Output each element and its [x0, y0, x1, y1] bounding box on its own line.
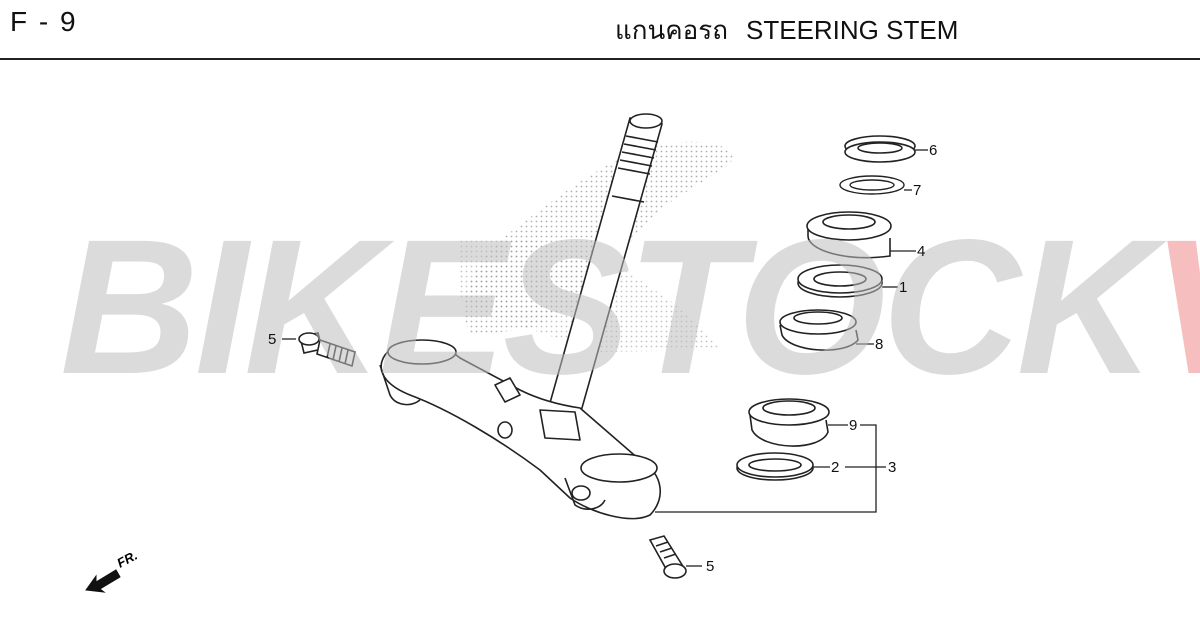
part-9-lower-bearing [748, 398, 830, 447]
part-8-upper-bearing [779, 309, 859, 351]
lower-triple-clamp [379, 339, 662, 520]
callout-5-lower: 5 [706, 558, 715, 575]
bolt-lower [648, 535, 687, 579]
title-english: STEERING STEM [746, 15, 959, 45]
callout-3: 3 [888, 459, 897, 476]
leader-lines [282, 149, 928, 567]
callout-8: 8 [875, 336, 884, 353]
bolt-upper [298, 332, 356, 368]
callout-9: 9 [849, 417, 858, 434]
part-2-lower-dust-seal [736, 452, 814, 481]
header: F - 9 แกนคอรถ STEERING STEM [0, 0, 1200, 60]
callout-4: 4 [917, 243, 926, 260]
callout-2: 2 [831, 459, 840, 476]
part-6-lock-nut [844, 135, 916, 163]
callout-5-upper: 5 [268, 331, 277, 348]
part-7-lock-washer [839, 175, 905, 195]
watermark-text-gray: BIKESTOCK [60, 199, 1155, 414]
callout-1: 1 [899, 279, 908, 296]
title-thai: แกนคอรถ [615, 15, 728, 45]
part-1-dust-seal [797, 264, 883, 298]
figure-code: F - 9 [10, 6, 78, 37]
watermark-text-red: VN [1151, 199, 1200, 414]
callout-6: 6 [929, 142, 938, 159]
front-direction-label: FR. [114, 548, 140, 571]
front-direction-arrow: FR. [85, 548, 140, 593]
watermark: BIKESTOCKVN [60, 211, 1200, 403]
callout-7: 7 [913, 182, 922, 199]
page-title: แกนคอรถ STEERING STEM [615, 10, 958, 51]
part-4-adjusting-nut [806, 211, 892, 259]
